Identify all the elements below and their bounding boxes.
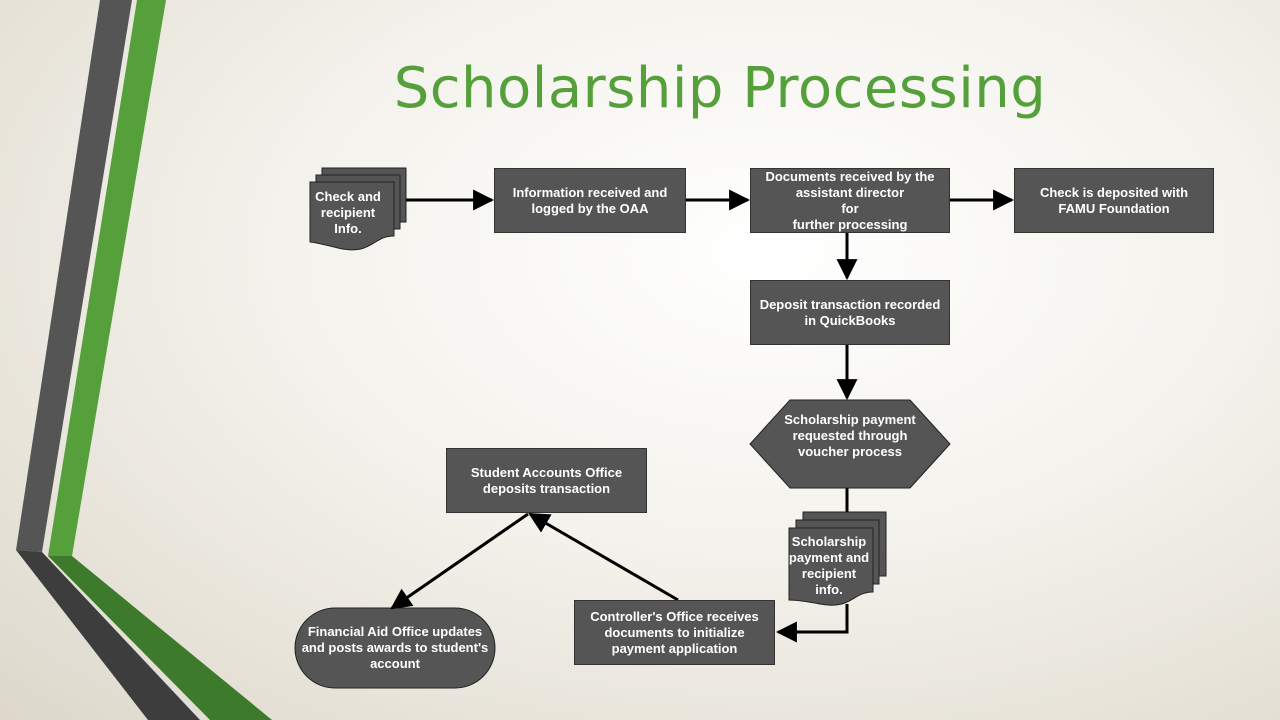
- green-stripe-upper: [48, 0, 166, 556]
- arrow-controller-to-student-accounts: [528, 512, 679, 602]
- financial-aid-label: Financial Aid Office updates and posts a…: [301, 624, 489, 671]
- info-received-label: Information received and logged by the O…: [512, 184, 668, 216]
- check-deposited-box: Check is deposited with FAMU Foundation: [1014, 168, 1214, 233]
- controller-office-box: Controller's Office receives documents t…: [574, 600, 775, 665]
- dark-stripe-lower: [16, 550, 200, 720]
- student-accounts-label: Student Accounts Office deposits transac…: [470, 464, 623, 496]
- payment-requested-hexagon: [749, 399, 951, 489]
- deposit-recorded-label: Deposit transaction recorded in QuickBoo…: [759, 296, 941, 328]
- page-title: Scholarship Processing: [393, 56, 1047, 121]
- student-accounts-box: Student Accounts Office deposits transac…: [446, 448, 647, 513]
- controller-office-label: Controller's Office receives documents t…: [590, 608, 759, 656]
- dark-stripe-upper: [16, 0, 132, 552]
- check-info-label: Check and recipient Info.: [315, 189, 381, 236]
- docs-received-box: Documents received by the assistant dire…: [750, 168, 950, 233]
- payment-docs-label: Scholarship payment and recipient info.: [788, 534, 870, 597]
- green-stripe-lower: [48, 556, 272, 720]
- check-info-document-shape: [309, 167, 407, 251]
- payment-docs-document-shape: [788, 511, 887, 606]
- deposit-recorded-box: Deposit transaction recorded in QuickBoo…: [750, 280, 950, 345]
- arrow-docs-to-controller: [775, 604, 849, 643]
- docs-received-label: Documents received by the assistant dire…: [765, 168, 935, 232]
- info-received-box: Information received and logged by the O…: [494, 168, 686, 233]
- arrow-student-accounts-to-financial-aid: [390, 512, 529, 610]
- check-deposited-label: Check is deposited with FAMU Foundation: [1039, 184, 1189, 216]
- payment-requested-label: Scholarship payment requested through vo…: [784, 412, 916, 459]
